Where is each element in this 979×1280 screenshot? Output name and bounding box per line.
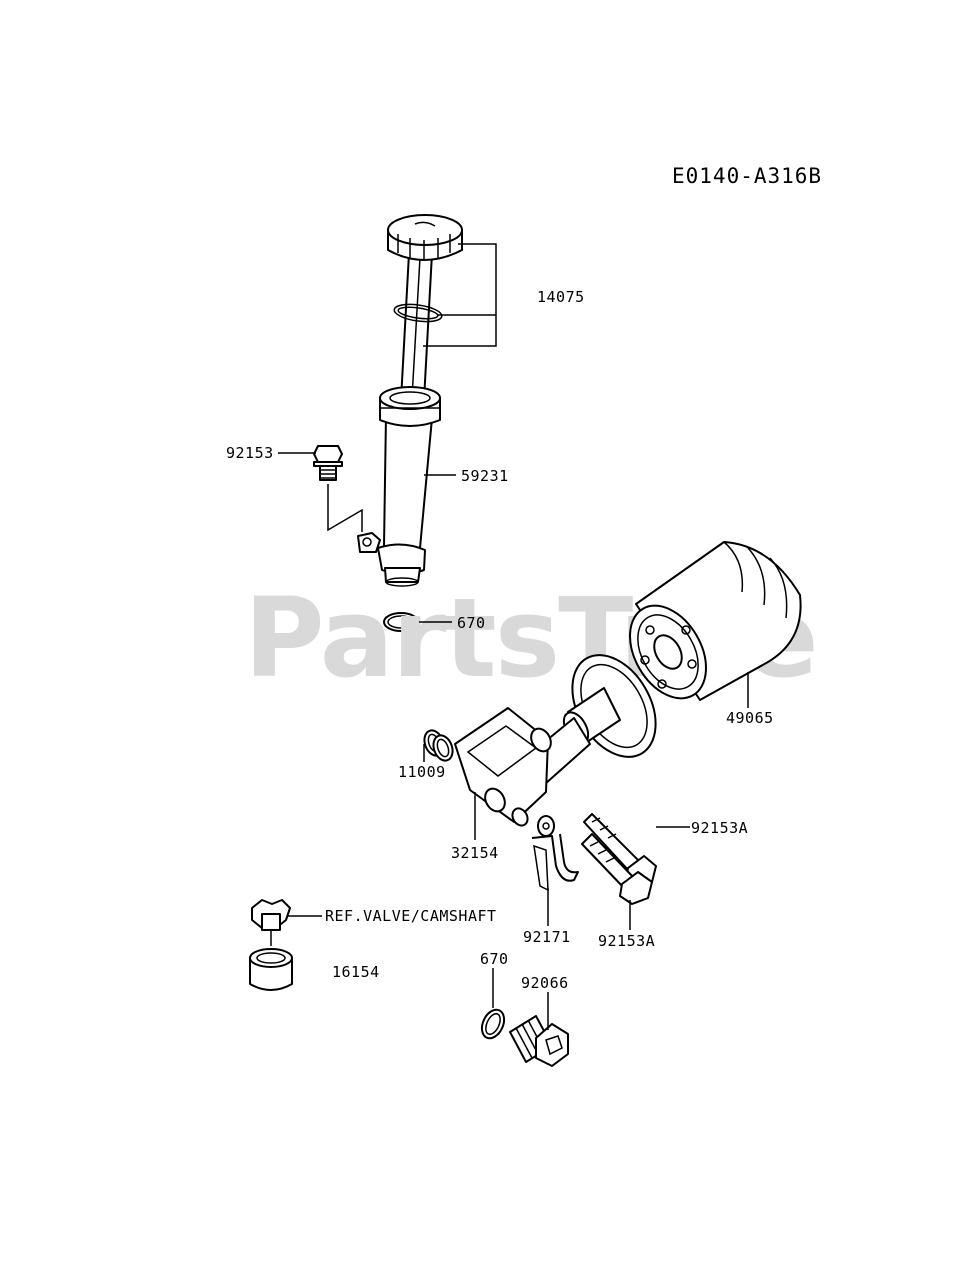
callout-670-top[interactable]: 670 (457, 614, 486, 632)
clamp-92171-part[interactable] (531, 815, 579, 892)
oil-filter-part[interactable] (614, 541, 802, 712)
callout-49065[interactable]: 49065 (726, 709, 774, 727)
leader-lines (278, 243, 749, 1030)
oil-filter-mount-part[interactable] (454, 640, 673, 828)
dipstick-part[interactable] (387, 214, 463, 401)
drain-plug-92066-part[interactable] (509, 1015, 569, 1067)
callout-670-bottom[interactable]: 670 (480, 950, 509, 968)
bolt-92153-part[interactable] (313, 445, 343, 481)
o-ring-670-bottom-part[interactable] (478, 1006, 509, 1042)
o-ring-670-top-part[interactable] (383, 612, 419, 632)
diagram-code: E0140-A316B (672, 164, 822, 188)
callout-ref-valve-camshaft[interactable]: REF.VALVE/CAMSHAFT (325, 907, 497, 925)
callout-14075[interactable]: 14075 (537, 288, 585, 306)
callout-92153A-upper[interactable]: 92153A (691, 819, 748, 837)
o-rings-11009-part[interactable] (421, 728, 456, 764)
callout-11009[interactable]: 11009 (398, 763, 446, 781)
callout-92171[interactable]: 92171 (523, 928, 571, 946)
callout-32154[interactable]: 32154 (451, 844, 499, 862)
callout-16154[interactable]: 16154 (332, 963, 380, 981)
callout-92066[interactable]: 92066 (521, 974, 569, 992)
callout-59231[interactable]: 59231 (461, 467, 509, 485)
dipstick-tube-part[interactable] (357, 386, 441, 587)
callout-92153[interactable]: 92153 (226, 444, 274, 462)
bolt-install-path (327, 484, 363, 532)
bolt-92153A-lower-part[interactable] (581, 833, 653, 905)
callout-92153A-lower[interactable]: 92153A (598, 932, 655, 950)
rotor-16154-part[interactable] (249, 899, 293, 991)
